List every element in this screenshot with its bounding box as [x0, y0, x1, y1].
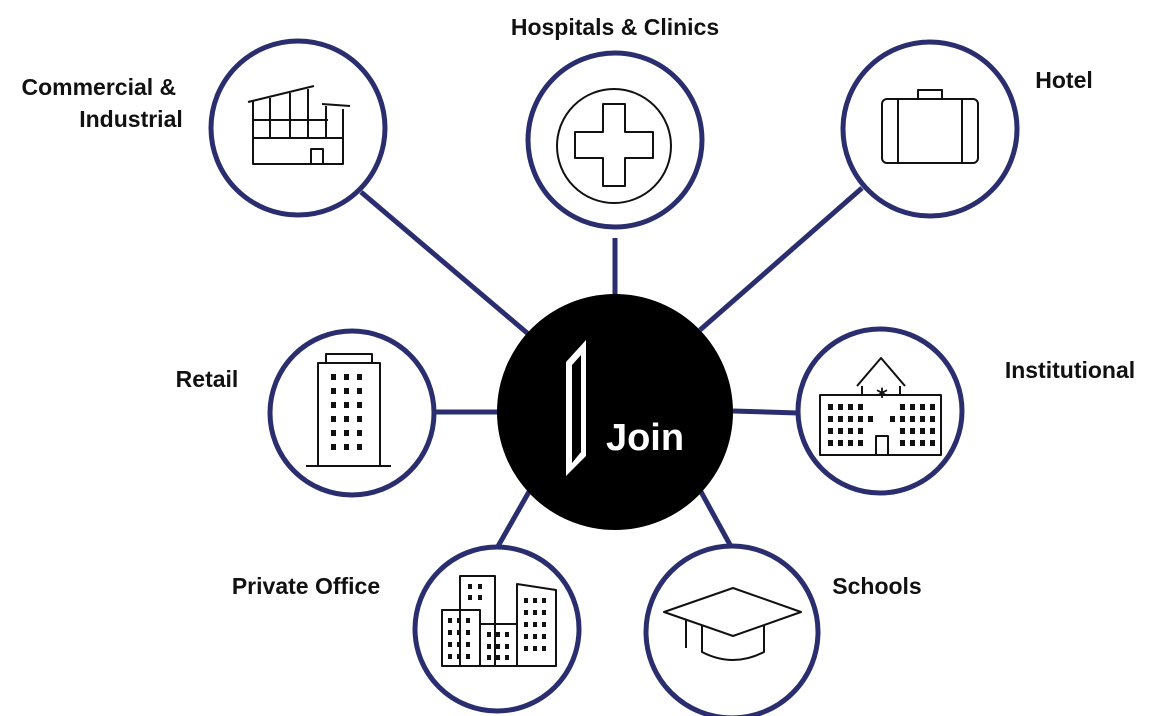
node-label-line: Private Office	[232, 573, 380, 599]
node-label: Schools	[832, 573, 921, 599]
office-buildings-icon	[441, 575, 557, 667]
node-label-line: Hotel	[1035, 67, 1093, 93]
connectors	[359, 186, 864, 554]
node-label-line: Commercial &	[21, 74, 176, 100]
node-label: Commercial & Industrial	[21, 74, 182, 132]
asterisk-glyph: *	[876, 385, 888, 410]
institution-building-icon: *	[819, 357, 942, 456]
window-grid-left	[828, 404, 863, 446]
connector-hotel	[698, 186, 864, 332]
node-ring	[795, 326, 965, 496]
node-ring	[412, 544, 582, 714]
node-label-line: Industrial	[79, 106, 183, 132]
tower-building-icon	[306, 353, 391, 467]
node-ring	[208, 38, 388, 218]
node-ring	[643, 543, 821, 716]
connector-commercial-industrial	[359, 190, 535, 340]
node-ring	[267, 328, 437, 498]
window-grid-right	[900, 404, 935, 446]
node-retail: Retail	[176, 328, 437, 498]
node-ring	[840, 39, 1020, 219]
node-label-line: Retail	[176, 366, 239, 392]
node-schools: Schools	[643, 543, 922, 716]
hub-label: Join	[606, 417, 684, 459]
node-label-line: Schools	[832, 573, 921, 599]
node-label: Institutional	[1005, 357, 1135, 383]
connector-schools	[697, 488, 737, 554]
connector-private-office	[494, 488, 533, 550]
factory-icon	[247, 85, 351, 165]
graduation-cap-icon	[663, 587, 802, 661]
node-label: Retail	[176, 366, 239, 392]
node-label-line: Hospitals & Clinics	[511, 14, 719, 40]
node-ring	[525, 50, 705, 230]
node-hospitals-clinics: Hospitals & Clinics	[511, 14, 719, 230]
connector-institutional	[732, 408, 799, 416]
suitcase-icon	[881, 89, 979, 164]
node-hotel: Hotel	[840, 39, 1093, 219]
door-icon	[566, 340, 586, 476]
node-institutional: * Institutional	[795, 326, 1135, 496]
node-commercial-industrial: Commercial & Industrial	[21, 38, 388, 218]
node-label: Private Office	[232, 573, 380, 599]
medical-cross-icon	[556, 88, 672, 204]
hub-circle	[497, 294, 733, 530]
node-label-line: Institutional	[1005, 357, 1135, 383]
node-label: Hotel	[1035, 67, 1093, 93]
join-hub: Join	[497, 294, 733, 530]
node-private-office: Private Office	[232, 544, 582, 714]
node-label: Hospitals & Clinics	[511, 14, 719, 40]
